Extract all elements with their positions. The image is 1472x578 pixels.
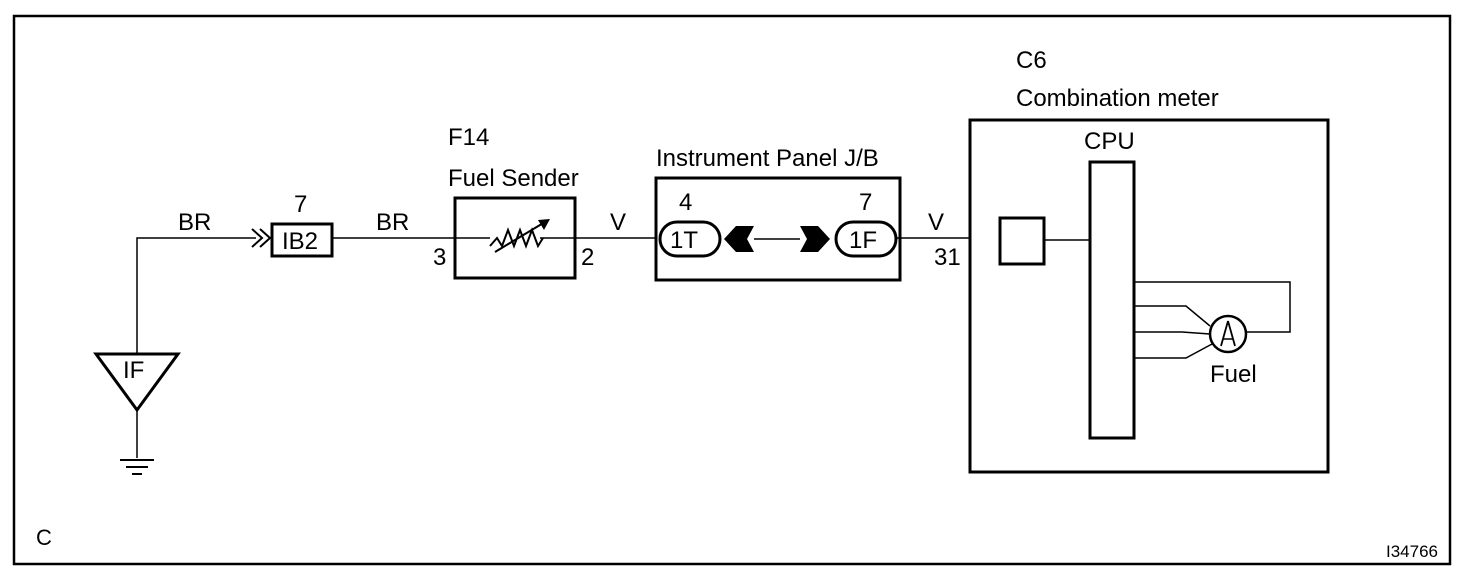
combination-meter-box bbox=[968, 118, 1330, 474]
fuel-sender-pin-out: 2 bbox=[581, 244, 594, 271]
combination-meter-code: C6 bbox=[1016, 47, 1047, 74]
combination-meter-name: Combination meter bbox=[1016, 85, 1219, 112]
connector-chevron-icon bbox=[251, 228, 272, 248]
ib2-connector-box bbox=[270, 222, 334, 258]
variable-resistor-icon bbox=[489, 219, 550, 253]
wire-color-jb-to-meter: V bbox=[928, 209, 944, 236]
gauge-wire-bottom bbox=[1134, 343, 1213, 359]
wire-color-ground-to-ib2: BR bbox=[178, 209, 211, 236]
wire-color-ib2-to-sender: BR bbox=[376, 209, 409, 236]
wire-color-sender-to-jb: V bbox=[610, 209, 626, 236]
junction-block: Instrument Panel J/B 1T 4 1F 7 bbox=[654, 145, 902, 282]
cpu-label: CPU bbox=[1084, 128, 1135, 155]
junction-connector-right-pin: 7 bbox=[859, 189, 872, 216]
junction-connector-left-label: 1T bbox=[670, 227, 698, 254]
fuel-sender: F14 Fuel Sender 3 2 bbox=[433, 124, 594, 280]
fuel-gauge-label: Fuel bbox=[1210, 361, 1257, 388]
junction-connector-left-pin: 4 bbox=[679, 189, 692, 216]
ib2-connector: IB2 7 bbox=[270, 191, 334, 258]
gauge-wire-middle bbox=[1134, 305, 1211, 327]
junction-connector-left bbox=[658, 220, 722, 258]
fuel-sender-code: F14 bbox=[448, 124, 489, 151]
ib2-connector-label: IB2 bbox=[282, 228, 318, 255]
junction-terminal-left-icon bbox=[724, 226, 754, 252]
combination-meter: C6 Combination meter 31 CPU Fuel bbox=[934, 47, 1330, 474]
figure-id: I34766 bbox=[1386, 542, 1438, 561]
wire-ground-to-ib2 bbox=[136, 237, 256, 354]
ib2-connector-pin: 7 bbox=[294, 191, 307, 218]
ground-icon bbox=[120, 459, 154, 475]
junction-block-name: Instrument Panel J/B bbox=[656, 145, 879, 172]
fuel-sender-name: Fuel Sender bbox=[448, 165, 579, 192]
corner-label: C bbox=[36, 525, 52, 550]
ground-point-label: IF bbox=[123, 357, 144, 384]
gauge-wire-lower bbox=[1134, 331, 1211, 335]
fuel-sender-pin-in: 3 bbox=[433, 244, 446, 271]
combination-meter-pin: 31 bbox=[934, 244, 961, 271]
junction-connector-right bbox=[834, 220, 898, 258]
meter-input-module bbox=[998, 216, 1046, 266]
junction-connector-right-label: 1F bbox=[849, 227, 877, 254]
cpu-block bbox=[1088, 160, 1136, 440]
junction-terminal-right-icon bbox=[800, 226, 830, 252]
fuel-gauge-icon bbox=[1208, 314, 1248, 354]
ground-point: IF bbox=[93, 352, 181, 475]
gauge-wire-top bbox=[1134, 281, 1291, 333]
diagram-frame bbox=[12, 14, 1452, 566]
